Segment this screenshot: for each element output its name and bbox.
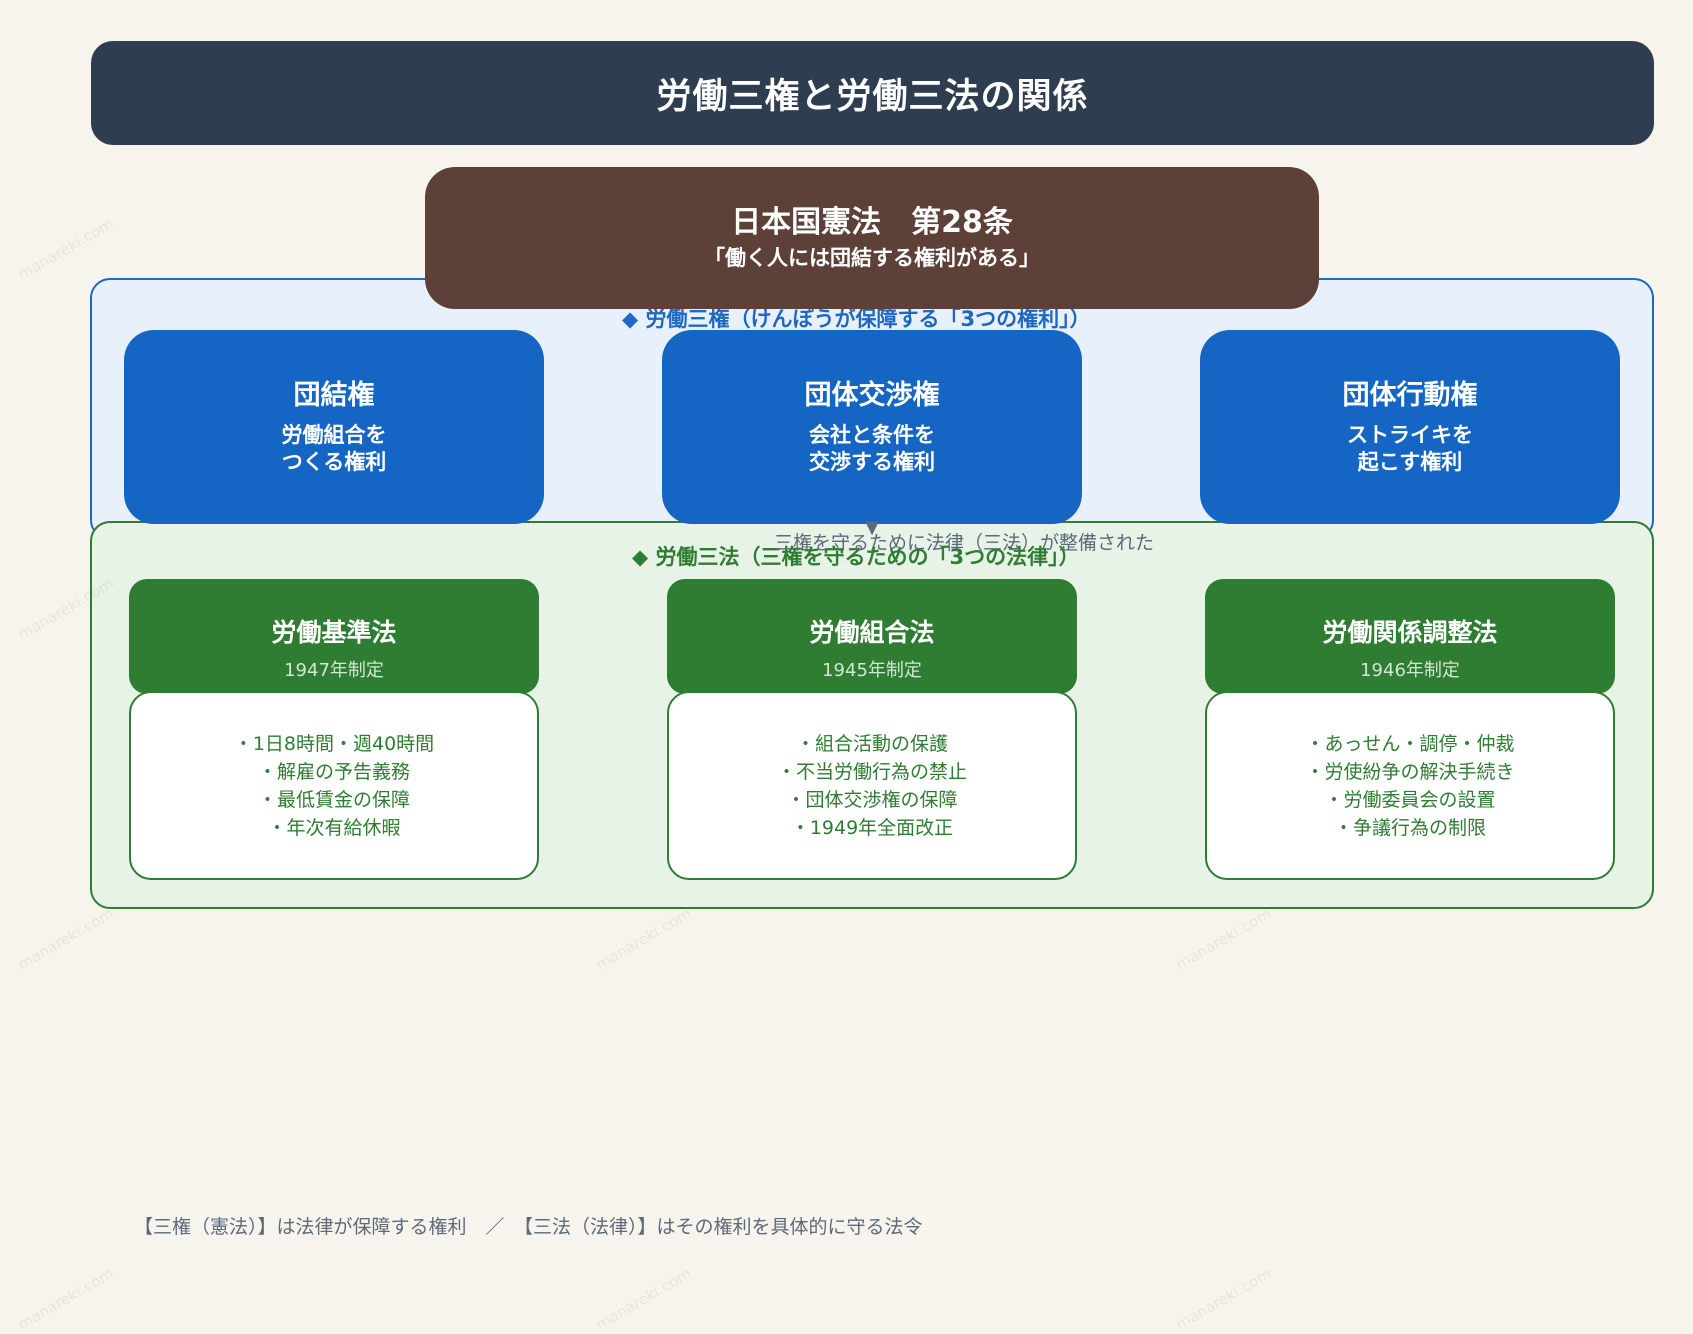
page-title-bar: 労働三権と労働三法の関係 [91, 41, 1654, 145]
right-card-danketsu: 団結権 労働組合を つくる権利 [124, 330, 544, 524]
right-description-line: つくる権利 [281, 450, 387, 474]
law-item: ・団体交渉権の保障 [786, 788, 958, 811]
law-name: 労働基準法 [271, 618, 397, 647]
constitution-quote: 「働く人には団結する権利がある」 [704, 246, 1040, 270]
rights-section-heading: ◆ 労働三権（けんぽうが保障する「3つの権利」） [622, 307, 1091, 331]
right-description-line: 労働組合を [281, 423, 387, 447]
right-description-line: 会社と条件を [809, 423, 935, 447]
law-item: ・不当労働行為の禁止 [776, 760, 967, 783]
watermark: manareki.com [14, 904, 117, 974]
watermark: manareki.com [592, 904, 695, 974]
right-name: 団結権 [293, 380, 375, 411]
law-name: 労働組合法 [809, 618, 935, 647]
constitution-title: 日本国憲法 第28条 [731, 205, 1013, 240]
law-item: ・あっせん・調停・仲裁 [1305, 732, 1515, 755]
law-year: 1945年制定 [822, 660, 922, 681]
law-card-header-kumiai: 労働組合法 1945年制定 [667, 579, 1077, 694]
law-card-body-kijun: ・1日8時間・週40時間 ・解雇の予告義務 ・最低賃金の保障 ・年次有給休暇 [129, 691, 539, 880]
law-item: ・解雇の予告義務 [257, 760, 410, 783]
laws-section-heading: ◆ 労働三法（三権を守るための「3つの法律」） [632, 545, 1080, 569]
constitution-box: 日本国憲法 第28条 「働く人には団結する権利がある」 [425, 167, 1319, 309]
law-year: 1947年制定 [284, 660, 384, 681]
right-description-line: 交渉する権利 [809, 450, 935, 474]
law-item: ・最低賃金の保障 [257, 788, 410, 811]
watermark: manareki.com [1172, 904, 1275, 974]
watermark: manareki.com [14, 1264, 117, 1334]
right-description: ストライキを 起こす権利 [1347, 422, 1473, 476]
right-card-dantai-koshou: 団体交渉権 会社と条件を 交渉する権利 [662, 330, 1082, 524]
watermark: manareki.com [1172, 1264, 1275, 1334]
page-title: 労働三権と労働三法の関係 [656, 76, 1089, 117]
right-name: 団体交渉権 [804, 380, 940, 411]
law-card-body-kumiai: ・組合活動の保護 ・不当労働行為の禁止 ・団体交渉権の保障 ・1949年全面改正 [667, 691, 1077, 880]
right-name: 団体行動権 [1342, 380, 1478, 411]
law-card-header-chousei: 労働関係調整法 1946年制定 [1205, 579, 1615, 694]
right-card-dantai-koudou: 団体行動権 ストライキを 起こす権利 [1200, 330, 1620, 524]
watermark: manareki.com [14, 214, 117, 284]
connector-label: 三権を守るために法律（三法）が整備された [774, 532, 1155, 554]
down-arrow-icon: ▼ [865, 517, 879, 538]
law-item: ・年次有給休暇 [267, 816, 401, 839]
right-description: 会社と条件を 交渉する権利 [809, 422, 935, 476]
law-item: ・組合活動の保護 [795, 732, 948, 755]
footer-note: 【三権（憲法）】は法律が保障する権利 ／ 【三法（法律）】はその権利を具体的に守… [134, 1216, 923, 1238]
law-item: ・1949年全面改正 [790, 816, 954, 839]
right-description-line: 起こす権利 [1357, 450, 1463, 474]
law-card-header-kijun: 労働基準法 1947年制定 [129, 579, 539, 694]
right-description: 労働組合を つくる権利 [282, 422, 387, 476]
law-year: 1946年制定 [1360, 660, 1460, 681]
right-description-line: ストライキを [1347, 423, 1473, 447]
law-item: ・1日8時間・週40時間 [233, 732, 435, 755]
law-item: ・労使紛争の解決手続き [1305, 760, 1515, 783]
law-item: ・争議行為の制限 [1333, 816, 1486, 839]
law-name: 労働関係調整法 [1322, 618, 1498, 647]
watermark: manareki.com [592, 1264, 695, 1334]
law-item: ・労働委員会の設置 [1324, 788, 1496, 811]
law-card-body-chousei: ・あっせん・調停・仲裁 ・労使紛争の解決手続き ・労働委員会の設置 ・争議行為の… [1205, 691, 1615, 880]
